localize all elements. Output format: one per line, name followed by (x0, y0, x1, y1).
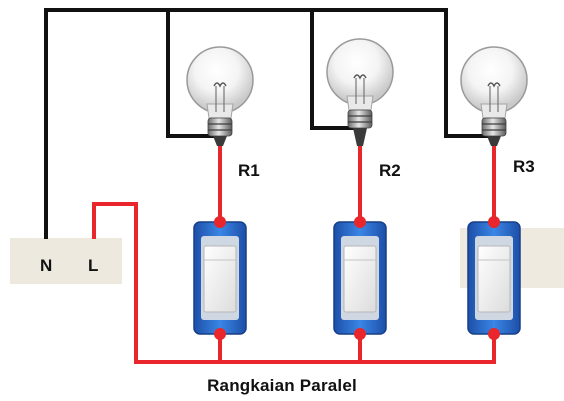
light-bulb-icon (186, 46, 254, 146)
neutral-terminal-label: N (40, 256, 52, 275)
rocker-switch-2[interactable] (333, 221, 387, 335)
terminal-box (10, 238, 122, 284)
light-bulb-icon (326, 38, 394, 146)
switch-3-top-dot (488, 216, 500, 228)
live-wiring (92, 146, 496, 364)
rocker-switch-1[interactable] (193, 221, 247, 335)
switch-2-bottom-dot (354, 328, 366, 340)
rocker-switch-3[interactable] (467, 221, 521, 335)
switch-3-bottom-dot (488, 328, 500, 340)
diagram-caption: Rangkaian Paralel (207, 376, 357, 395)
live-terminal-label: L (88, 256, 98, 275)
light-bulb-icon (460, 46, 528, 146)
switch-2-top-dot (354, 216, 366, 228)
load-label-r2: R2 (379, 161, 401, 180)
load-label-r1: R1 (238, 161, 260, 180)
switch-1-top-dot (214, 216, 226, 228)
load-label-r3: R3 (513, 157, 535, 176)
switch-1-bottom-dot (214, 328, 226, 340)
neutral-wiring (44, 8, 494, 239)
connection-dots (214, 216, 500, 340)
